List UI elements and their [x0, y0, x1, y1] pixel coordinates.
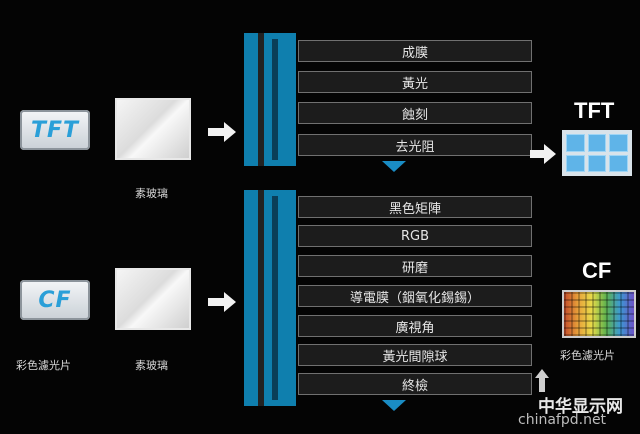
cf-step-2: RGB [298, 225, 532, 247]
watermark-cn: 中华显示网 [538, 397, 623, 417]
tft-output-arrow [530, 144, 556, 164]
tft-output-label: TFT [574, 98, 615, 123]
tft-process-bar [244, 33, 296, 166]
cf-step-4: 導電膜（銦氧化錫錫） [298, 285, 532, 307]
tft-step-3: 蝕刻 [298, 102, 532, 124]
tft-glass-label: 素玻璃 [135, 187, 168, 200]
cf-badge: CF [20, 280, 90, 320]
tft-badge-text: TFT [30, 117, 80, 143]
cf-output-arrow [535, 369, 549, 392]
cf-badge-label: 彩色濾光片 [16, 359, 71, 372]
cf-step-5: 廣視角 [298, 315, 532, 337]
cf-bare-glass [115, 268, 191, 330]
cf-step-7: 終檢 [298, 373, 532, 395]
cf-process-bar [244, 190, 296, 406]
tft-step-2: 黃光 [298, 71, 532, 93]
cf-step-1: 黑色矩陣 [298, 196, 532, 218]
cf-glass-label: 素玻璃 [135, 359, 168, 372]
tft-badge: TFT [20, 110, 90, 150]
tft-step-1: 成膜 [298, 40, 532, 62]
tft-down-triangle [382, 161, 406, 172]
cf-input-arrow [208, 292, 236, 312]
tft-bare-glass [115, 98, 191, 160]
cf-output-caption: 彩色濾光片 [560, 349, 615, 362]
cf-down-triangle [382, 400, 406, 411]
cf-step-6: 黃光間隙球 [298, 344, 532, 366]
tft-panel-icon [562, 130, 632, 176]
tft-input-arrow [208, 122, 236, 142]
cf-filter-icon [562, 290, 636, 338]
tft-step-4: 去光阻 [298, 134, 532, 156]
cf-step-3: 研磨 [298, 255, 532, 277]
cf-output-label: CF [582, 258, 612, 283]
watermark-url: chinafpd.net [518, 412, 607, 428]
cf-badge-text: CF [38, 287, 72, 313]
